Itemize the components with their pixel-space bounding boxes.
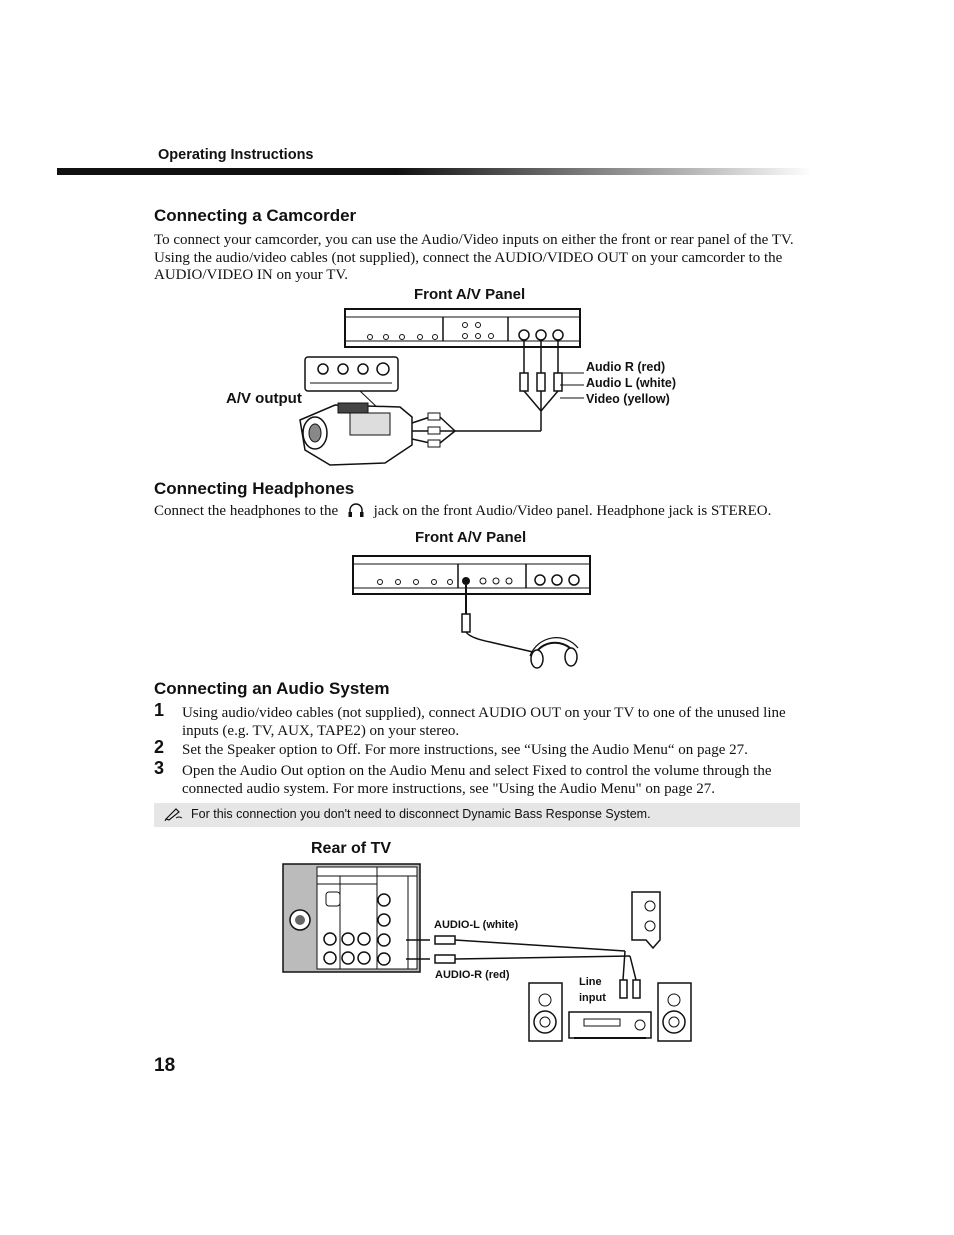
pencil-note-icon bbox=[164, 808, 183, 822]
av-output-jacks bbox=[304, 356, 399, 392]
headphones-connection-diagram bbox=[352, 555, 591, 669]
page-number: 18 bbox=[154, 1055, 176, 1076]
audio-l-label: Audio L (white) bbox=[586, 376, 677, 390]
headphones-text-before: Connect the headphones to the bbox=[154, 503, 339, 519]
step-2-number: 2 bbox=[154, 737, 165, 757]
step-1-number: 1 bbox=[154, 700, 165, 720]
front-av-panel bbox=[344, 308, 581, 348]
audio-r-label: Audio R (red) bbox=[586, 360, 666, 374]
headphones-paragraph: Connect the headphones to the jack on th… bbox=[154, 502, 771, 521]
camcorder-illustration bbox=[299, 402, 456, 466]
front-av-panel-2 bbox=[352, 555, 591, 595]
headphone-icon bbox=[348, 503, 364, 517]
note-text: For this connection you don't need to di… bbox=[191, 807, 651, 821]
front-av-panel-label-2: Front A/V Panel bbox=[415, 529, 527, 546]
stereo-line-input-jacks bbox=[631, 891, 661, 950]
audio-system-heading: Connecting an Audio System bbox=[154, 679, 390, 698]
headphones-heading: Connecting Headphones bbox=[154, 479, 355, 498]
line-input-label-1: Line bbox=[579, 976, 602, 988]
av-output-label: A/V output bbox=[226, 390, 302, 407]
rear-of-tv-label: Rear of TV bbox=[311, 840, 392, 857]
left-speaker bbox=[528, 982, 563, 1042]
headphones-text-after: jack on the front Audio/Video panel. Hea… bbox=[373, 503, 772, 519]
audio-system-connection-diagram bbox=[282, 863, 692, 1042]
step-3-number: 3 bbox=[154, 758, 165, 778]
rear-tv-panel bbox=[282, 863, 421, 973]
line-input-label-2: input bbox=[579, 992, 606, 1004]
step-1-text: Using audio/video cables (not supplied),… bbox=[182, 705, 786, 739]
camcorder-paragraph: To connect your camcorder, you can use t… bbox=[154, 232, 794, 283]
running-header: Operating Instructions bbox=[158, 147, 314, 163]
video-label: Video (yellow) bbox=[586, 392, 670, 406]
headphones-illustration bbox=[529, 637, 579, 669]
camcorder-heading: Connecting a Camcorder bbox=[154, 206, 357, 225]
note-box: For this connection you don't need to di… bbox=[154, 803, 800, 827]
camcorder-connection-diagram bbox=[299, 308, 584, 466]
stereo-receiver bbox=[568, 1011, 652, 1039]
step-2-text: Set the Speaker option to Off. For more … bbox=[182, 742, 748, 758]
audio-l-white-label: AUDIO-L (white) bbox=[434, 919, 519, 931]
right-speaker bbox=[657, 982, 692, 1042]
step-3-text: Open the Audio Out option on the Audio M… bbox=[182, 763, 772, 797]
audio-r-red-label: AUDIO-R (red) bbox=[435, 969, 510, 981]
header-rule bbox=[57, 168, 812, 175]
front-av-panel-label: Front A/V Panel bbox=[414, 286, 526, 303]
